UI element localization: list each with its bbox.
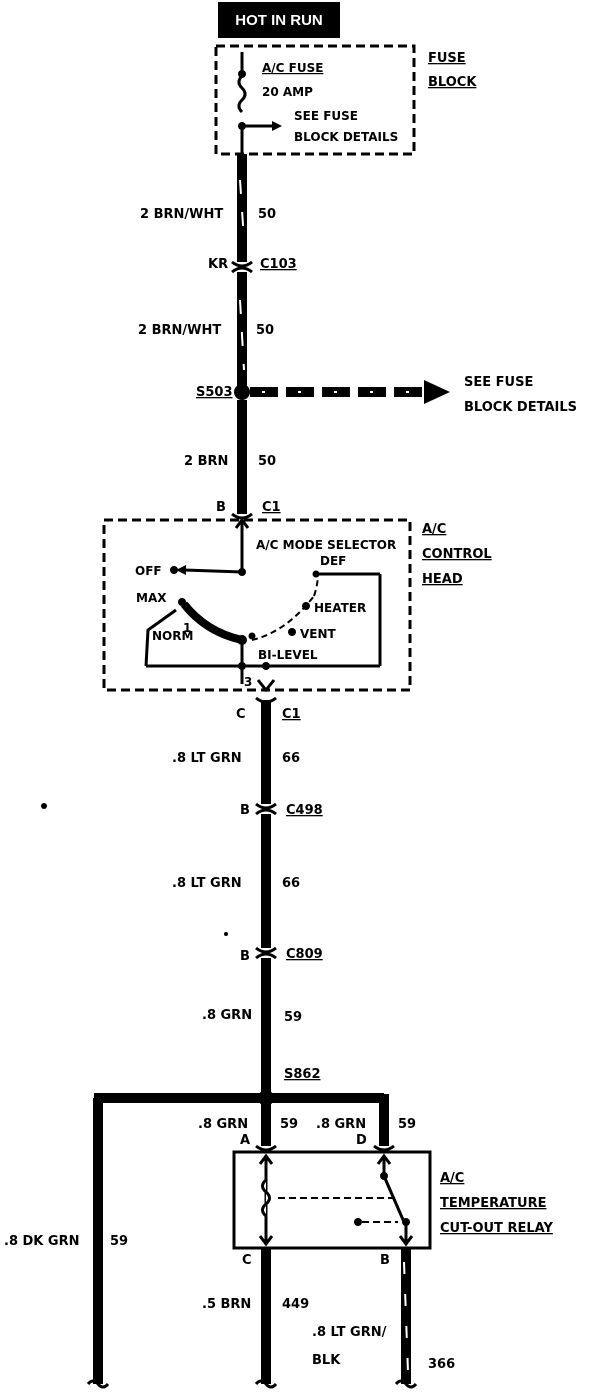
wire-11-circuit: 366 [428, 1357, 455, 1372]
ac-temperature-cutout-relay: A/C TEMPERATURE CUT-OUT RELAY [232, 1144, 553, 1250]
relay-outline [232, 1150, 432, 1250]
wire-break-mark [254, 1379, 278, 1389]
c809-name: C809 [286, 947, 323, 962]
wire-1-color: 2 BRN/WHT [140, 207, 223, 222]
c498-name: C498 [286, 803, 323, 818]
wire-10-color: .5 BRN [202, 1297, 251, 1312]
pos-off: OFF [135, 564, 162, 578]
wire-6-circuit: 59 [284, 1010, 302, 1025]
s862-label: S862 [284, 1067, 321, 1082]
wire-5-circuit: 66 [282, 876, 300, 891]
wire-1-circuit: 50 [258, 207, 276, 222]
c809-pin: B [240, 949, 250, 964]
selector-arrow-icon [176, 565, 186, 575]
mode-selector-label: A/C MODE SELECTOR [256, 538, 396, 552]
splice-s862: S862 [93, 1067, 389, 1384]
relay-title-1: A/C [440, 1171, 464, 1186]
c1-bot-name: C1 [282, 707, 301, 722]
c103-name: C103 [260, 257, 297, 272]
wire-3-circuit: 50 [258, 454, 276, 469]
wire-9-circuit: 59 [110, 1234, 128, 1249]
connector-c1-top: B C1 [216, 500, 281, 520]
wire-8-color: .8 GRN [316, 1117, 366, 1132]
relay-title-3: CUT-OUT RELAY [440, 1221, 553, 1236]
wire-2-color: 2 BRN/WHT [138, 323, 221, 338]
control-head-title-2: CONTROL [422, 547, 492, 562]
relay-pin-b: B [380, 1253, 390, 1268]
wire-7-circuit: 59 [280, 1117, 298, 1132]
pos-bilevel: BI-LEVEL [258, 648, 318, 662]
wire-7-color: .8 GRN [198, 1117, 248, 1132]
relay-pin-a: A [240, 1133, 250, 1148]
c103-pin: KR [208, 257, 228, 272]
splice-s503: S503 SEE FUSE BLOCK DETAILS [196, 375, 577, 415]
pos-def: DEF [320, 554, 346, 568]
s503-ref-arrow-icon [424, 380, 450, 404]
hot-in-run-header: HOT IN RUN [218, 2, 340, 38]
relay-pin-d: D [356, 1133, 367, 1148]
terminal-3: 3 [244, 675, 252, 689]
wire-11-color-2: BLK [312, 1353, 341, 1368]
wire-4-circuit: 66 [282, 751, 300, 766]
wire-8-circuit: 59 [398, 1117, 416, 1132]
control-head-title-1: A/C [422, 522, 446, 537]
wire-9-color: .8 DK GRN [4, 1234, 79, 1249]
wire-break-mark [394, 1379, 418, 1389]
c1-top-pin: B [216, 500, 226, 515]
pos-max: MAX [136, 591, 167, 605]
fuse-block-title-1: FUSE [428, 51, 466, 66]
wire-3-color: 2 BRN [184, 454, 228, 469]
pos-heater: HEATER [314, 601, 366, 615]
s503-label: S503 [196, 385, 233, 400]
fuse-see-1: SEE FUSE [294, 109, 358, 123]
s503-ref-1: SEE FUSE [464, 375, 533, 390]
fuse-block: FUSE BLOCK A/C FUSE 20 AMP SEE FUSE BLOC… [214, 44, 477, 156]
relay-title-2: TEMPERATURE [440, 1196, 546, 1211]
fuse-ref-arrow-icon [272, 121, 282, 131]
terminal-1: 1 [183, 621, 191, 635]
wire-2-circuit: 50 [256, 323, 274, 338]
connector-c809: B C809 [240, 946, 323, 964]
wire-5-color: .8 LT GRN [172, 876, 242, 891]
fuse-rating: 20 AMP [262, 85, 313, 99]
wire-4-color: .8 LT GRN [172, 751, 242, 766]
header-label: HOT IN RUN [235, 12, 323, 29]
fuse-block-outline [214, 44, 416, 156]
connector-c498: B C498 [240, 802, 323, 818]
wire-6-color: .8 GRN [202, 1008, 252, 1023]
selector-arc [180, 601, 243, 644]
pos-vent: VENT [300, 627, 337, 641]
fuse-block-title-2: BLOCK [428, 75, 477, 90]
ac-control-head: A/C CONTROL HEAD A/C MODE SELECTOR OFF M… [102, 517, 492, 693]
wire-10-circuit: 449 [282, 1297, 309, 1312]
c498-pin: B [240, 803, 250, 818]
s503-ref-2: BLOCK DETAILS [464, 400, 577, 415]
pos-norm: NORM [152, 629, 193, 643]
fuse-see-2: BLOCK DETAILS [294, 130, 398, 144]
fuse-name: A/C FUSE [262, 61, 323, 75]
wire-11-color-1: .8 LT GRN/ [312, 1325, 387, 1340]
connector-c103: KR C103 [208, 257, 297, 274]
wire-break-mark [86, 1379, 110, 1389]
c1-top-name: C1 [262, 500, 281, 515]
c1-bot-pin: C [236, 707, 246, 722]
relay-coil-symbol [261, 1178, 271, 1218]
fuse-symbol [237, 74, 247, 114]
control-head-title-3: HEAD [422, 572, 463, 587]
relay-pin-c: C [242, 1253, 252, 1268]
